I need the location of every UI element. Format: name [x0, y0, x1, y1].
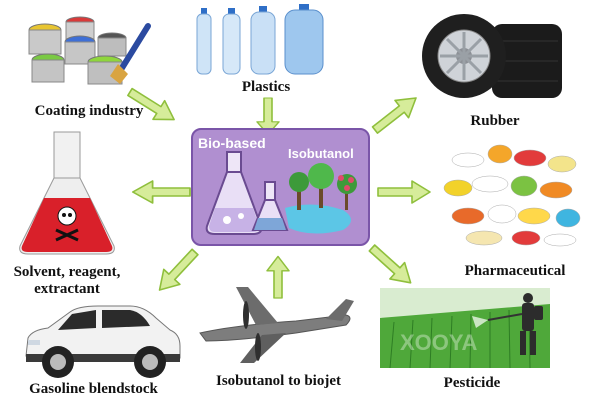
center-title-bio-based: Bio-based	[198, 135, 266, 151]
label-gasoline-blendstock: Gasoline blendstock	[29, 381, 158, 397]
label-rubber: Rubber	[470, 113, 520, 129]
label-coating-industry: Coating industry	[34, 103, 144, 119]
car-icon	[25, 305, 181, 378]
arrow-center-to-pesticide	[363, 239, 419, 292]
center-illustration	[205, 151, 357, 235]
label-solvent: Solvent, reagent, extractant	[13, 264, 121, 297]
pills-icon	[438, 140, 588, 248]
label-pesticide: Pesticide	[443, 375, 501, 391]
arrow-center-to-solvent	[131, 180, 191, 204]
flask-icon	[19, 131, 115, 255]
label-plastics: Plastics	[241, 79, 291, 95]
label-pharmaceutical: Pharmaceutical	[464, 263, 566, 279]
pesticide-field-icon: XOOYA	[380, 288, 550, 368]
arrow-center-to-pharmaceutical	[377, 180, 431, 204]
tires-icon	[422, 14, 562, 98]
paint-cans-icon	[28, 16, 151, 85]
center-title-isobutanol: Isobutanol	[288, 146, 354, 161]
bio-based-isobutanol-panel	[191, 128, 370, 246]
label-isobutanol-to-biojet: Isobutanol to biojet	[215, 373, 342, 389]
airplane-icon	[199, 287, 354, 363]
plastic-bottles-icon	[196, 4, 324, 75]
watermark-text: XOOYA	[400, 330, 478, 355]
